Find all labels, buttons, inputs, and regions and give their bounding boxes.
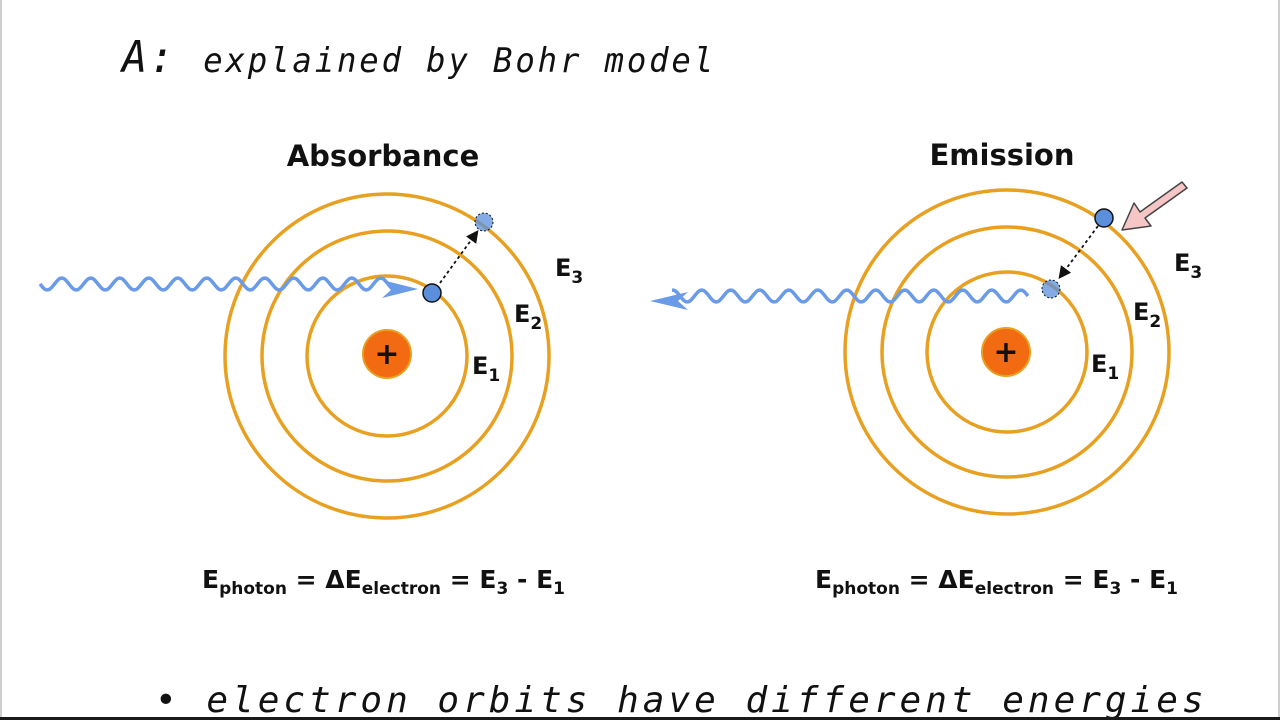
emission-electron-relaxed: [1041, 279, 1061, 299]
left-border: [0, 0, 2, 720]
absorbance-nucleus: [362, 329, 412, 379]
emission-orbit-1: [925, 270, 1089, 434]
emission-level-e3: E3: [1174, 249, 1202, 283]
absorbance-electron: [422, 283, 442, 303]
right-border: [1278, 0, 1280, 720]
emission-transition-arrow: [1058, 225, 1099, 280]
emission-nucleus-symbol: +: [993, 335, 1018, 370]
emission-electron: [1094, 208, 1114, 228]
absorbance-nucleus-symbol: +: [374, 337, 399, 372]
absorbance-transition-arrow: [439, 229, 479, 284]
handwritten-heading: A: explained by Bohr model: [122, 32, 716, 83]
emission-orbit-3: [843, 188, 1171, 516]
emission-title: Emission: [930, 138, 1075, 172]
absorbance-panel: Absorbance + E1 E2 E3 Ephoton = ΔEelectr…: [38, 139, 583, 599]
emission-photon-wave: [671, 288, 1030, 304]
emission-equation: Ephoton = ΔEelectron = E3 - E1: [815, 565, 1178, 599]
emission-level-e2: E2: [1133, 298, 1161, 332]
heading-label: A:: [122, 32, 177, 83]
absorbance-level-e1: E1: [472, 352, 500, 386]
heading-text: explained by Bohr model: [203, 41, 717, 81]
absorbance-orbit-3: [223, 192, 551, 520]
emission-nucleus: [981, 327, 1031, 377]
emission-orbit-2: [880, 225, 1134, 479]
emission-photon-arrowhead: [650, 292, 688, 310]
absorbance-level-e3: E3: [555, 254, 583, 288]
absorbance-title: Absorbance: [287, 139, 480, 173]
bottom-border: [0, 717, 1280, 720]
absorbance-photon-arrowhead: [382, 280, 418, 298]
emission-level-e1: E1: [1091, 350, 1119, 384]
absorbance-equation: Ephoton = ΔEelectron = E3 - E1: [202, 565, 565, 599]
absorbance-orbit-2: [260, 229, 514, 483]
handwritten-bullet: • electron orbits have different energie…: [155, 680, 1208, 721]
emission-panel: Emission + E1 E2 E3 Ephoton = ΔEelectron…: [650, 138, 1202, 599]
absorbance-orbit-1: [305, 274, 469, 438]
emission-incoming-arrow: [1121, 181, 1188, 231]
absorbance-photon-wave: [38, 276, 402, 292]
absorbance-electron-excited: [474, 212, 494, 232]
absorbance-level-e2: E2: [514, 300, 542, 334]
